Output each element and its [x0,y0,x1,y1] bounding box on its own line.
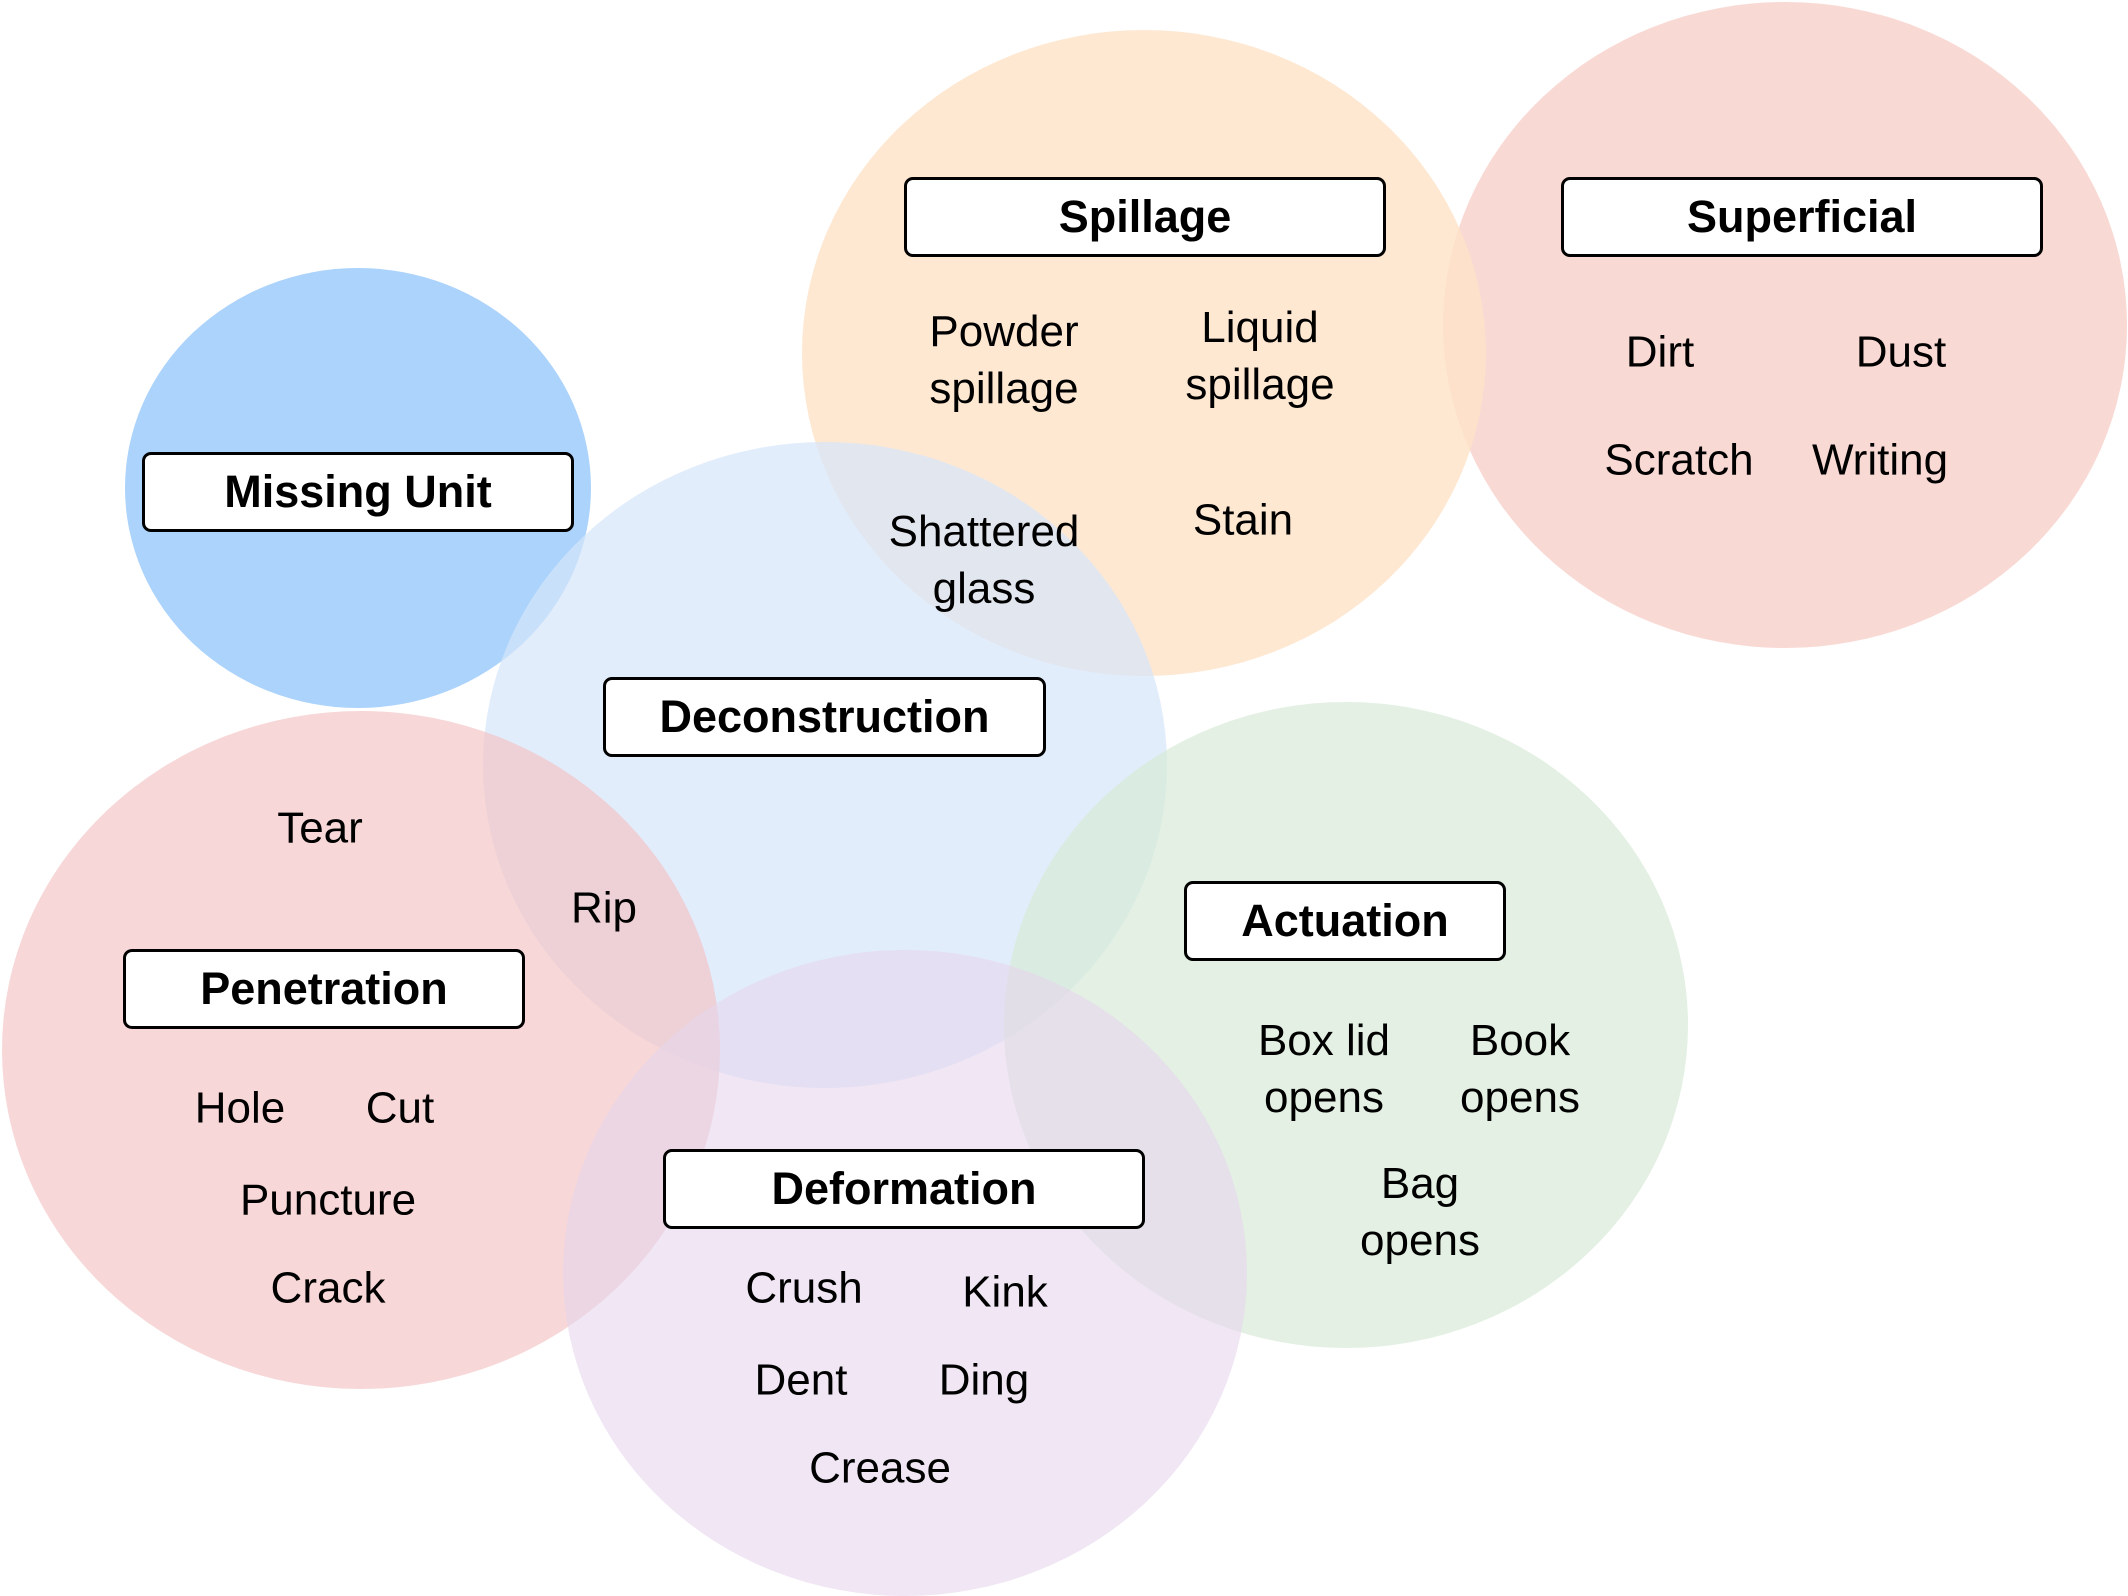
deformation-circle [563,950,1247,1596]
term-tear: Tear [277,803,363,853]
term-bag-opens: Bag opens [1360,1159,1480,1265]
term-stain: Stain [1192,495,1294,545]
term-scratch: Scratch [1604,435,1754,485]
superficial-circle [1443,2,2127,648]
term-writing: Writing [1811,435,1949,485]
term-crack: Crack [270,1263,386,1313]
deconstruction-label: Deconstruction [603,677,1046,757]
term-puncture: Puncture [239,1175,417,1225]
term-shattered-glass: Shattered glass [888,507,1080,613]
term-crush: Crush [745,1263,863,1313]
term-powder-spillage: Powder spillage [929,307,1079,413]
term-hole: Hole [194,1083,286,1133]
term-dirt: Dirt [1625,327,1695,377]
term-book-opens: Book opens [1460,1016,1580,1122]
term-cut: Cut [365,1083,435,1133]
term-dust: Dust [1855,327,1947,377]
superficial-label: Superficial [1561,177,2043,257]
term-liquid-spillage: Liquid spillage [1185,303,1335,409]
deformation-label: Deformation [663,1149,1145,1229]
term-box-lid-opens: Box lid opens [1257,1016,1391,1122]
penetration-label: Penetration [123,949,525,1029]
missing-unit-label: Missing Unit [142,452,574,532]
term-kink: Kink [962,1267,1048,1317]
spillage-label: Spillage [904,177,1386,257]
term-rip: Rip [570,883,638,933]
actuation-label: Actuation [1184,881,1506,961]
term-dent: Dent [754,1355,848,1405]
term-crease: Crease [809,1443,951,1493]
term-ding: Ding [938,1355,1030,1405]
